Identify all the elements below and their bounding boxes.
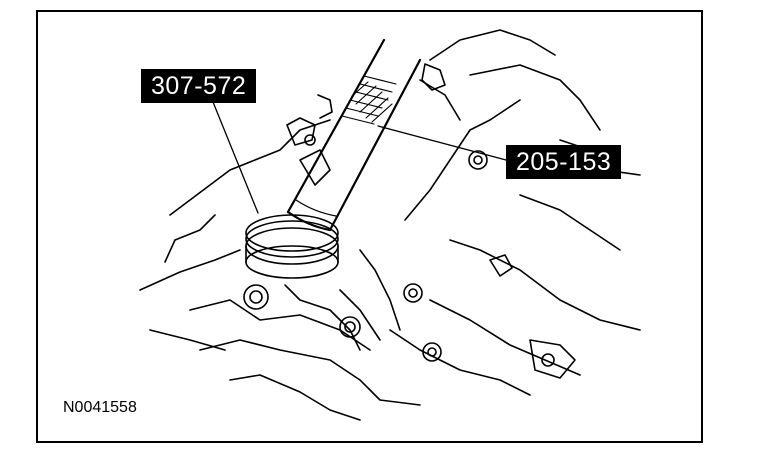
seal-and-installer [245, 214, 339, 279]
tool-label-205-153: 205-153 [506, 145, 622, 179]
tool-shaft [286, 38, 422, 232]
figure-id: N0041558 [63, 399, 137, 416]
tool-label-307-572: 307-572 [141, 69, 257, 103]
leader-lines [212, 101, 507, 214]
bolts [243, 134, 488, 362]
